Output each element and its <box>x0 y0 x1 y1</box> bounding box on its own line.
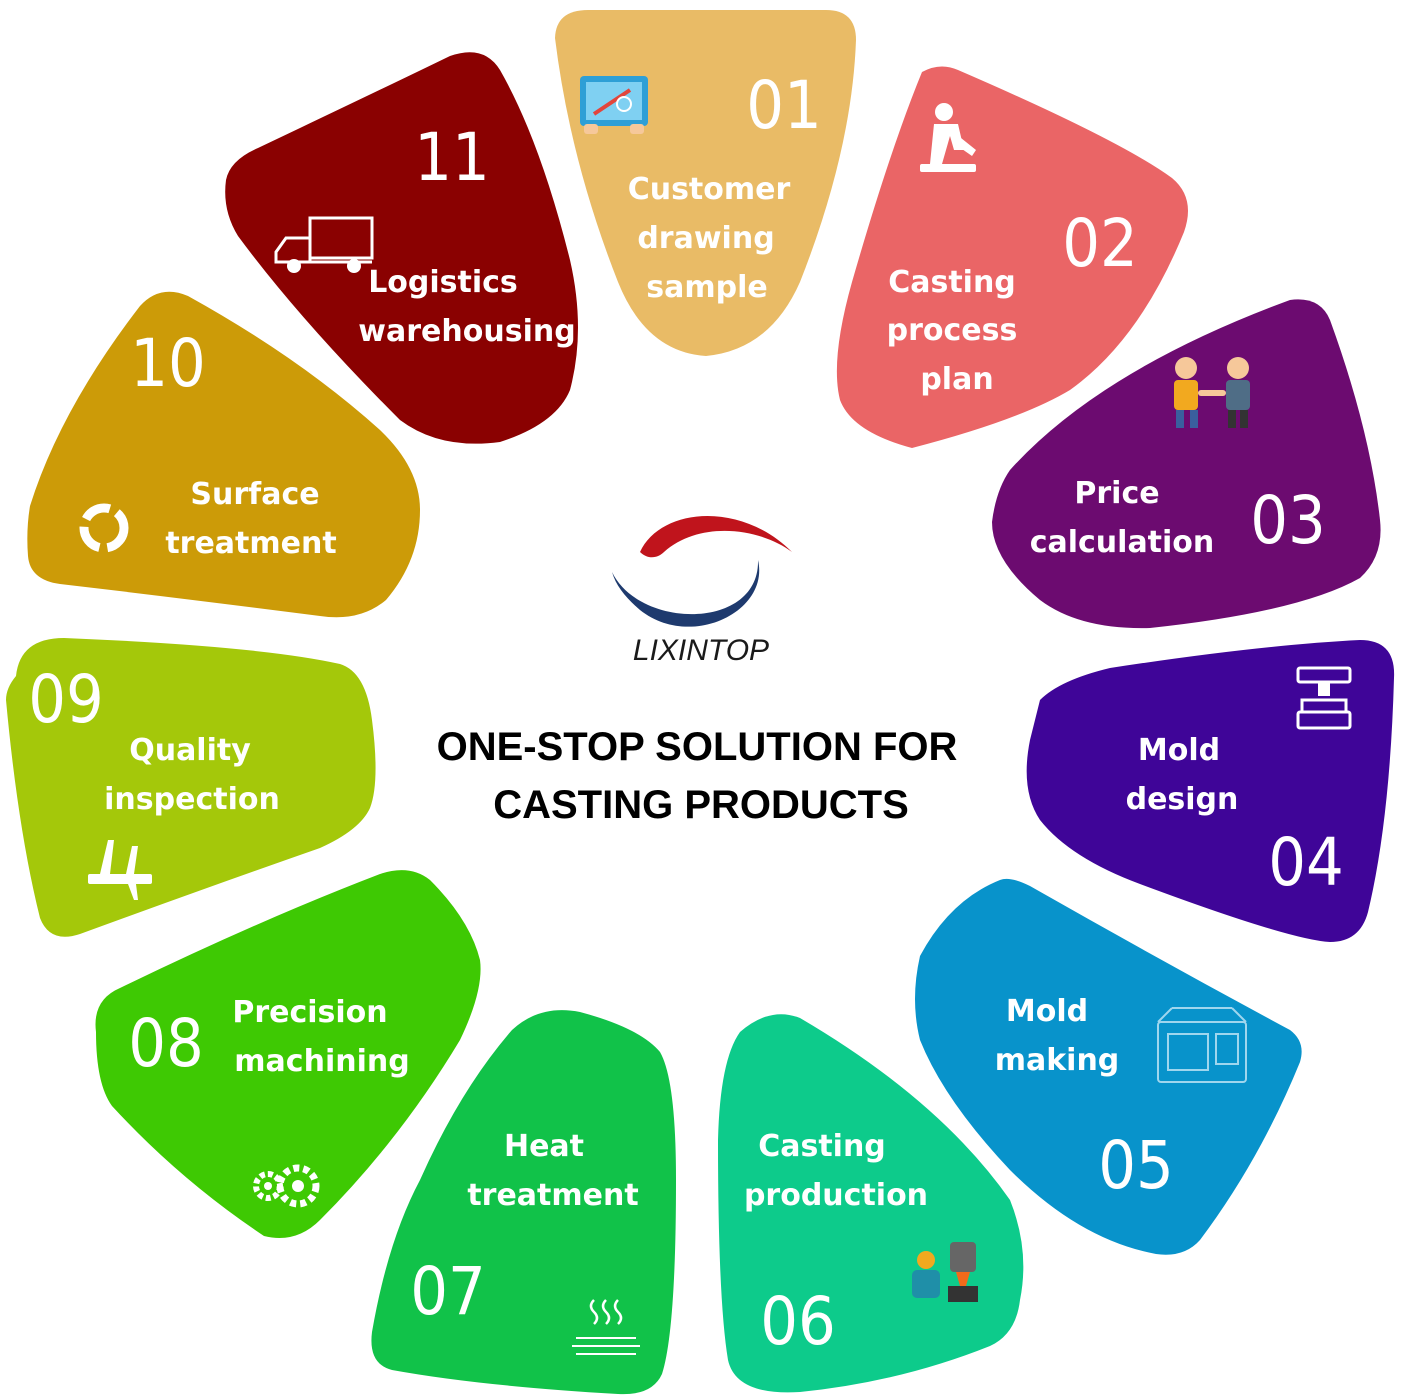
petal-shape <box>992 299 1381 629</box>
step-number: 02 <box>1062 205 1138 282</box>
step-label-line: Precision <box>232 995 387 1030</box>
petal-shape <box>836 66 1188 448</box>
step-07-petal: 07 Heat treatment <box>371 1010 676 1395</box>
step-label-line: Price <box>1074 476 1159 511</box>
step-number: 06 <box>760 1283 836 1360</box>
center-title-line1: ONE-STOP SOLUTION FOR <box>437 725 958 769</box>
petal-shape <box>6 638 376 937</box>
step-04-petal: 04 Mold design <box>1026 640 1395 942</box>
petal-shape <box>371 1010 676 1395</box>
step-label-line: Mold <box>1138 733 1220 768</box>
worker-pouring-icon <box>920 103 976 172</box>
step-label-line: treatment <box>165 526 336 561</box>
step-label-line: production <box>744 1178 928 1213</box>
step-label-line: treatment <box>467 1178 638 1213</box>
step-label-line: design <box>1126 782 1239 817</box>
recycle-arrows-icon <box>79 503 129 553</box>
step-06-petal: 06 Casting production <box>718 1014 1024 1393</box>
gears-icon <box>253 1164 320 1208</box>
petal-shape <box>1026 640 1395 942</box>
step-number: 03 <box>1250 482 1326 559</box>
step-number: 01 <box>746 67 822 144</box>
cnc-machine-icon <box>1157 1007 1247 1083</box>
step-label-line: drawing <box>637 221 774 256</box>
step-number: 10 <box>130 325 206 402</box>
step-label-line: Logistics <box>368 265 518 300</box>
delivery-truck-icon <box>274 216 374 273</box>
step-label-line: process <box>887 313 1018 348</box>
step-label-line: Surface <box>190 477 319 512</box>
step-number: 04 <box>1268 824 1344 901</box>
step-label-line: Customer <box>628 172 791 207</box>
step-label-line: warehousing <box>358 314 575 349</box>
step-label-line: sample <box>646 270 767 305</box>
step-number: 11 <box>414 119 490 196</box>
caliper-icon <box>88 840 152 900</box>
step-label-line: plan <box>920 362 993 397</box>
step-label-line: Casting <box>758 1129 886 1164</box>
lixintop-logo: LIXINTOP <box>612 515 792 667</box>
step-label-line: Mold <box>1006 994 1088 1029</box>
heat-waves-icon <box>572 1299 640 1355</box>
step-number: 05 <box>1098 1127 1174 1204</box>
step-number: 07 <box>410 1253 486 1330</box>
step-05-petal: 05 Mold making <box>915 878 1302 1255</box>
petal-shape <box>915 878 1302 1255</box>
step-label-line: machining <box>234 1044 409 1079</box>
blueprint-drawing-icon <box>580 76 648 134</box>
step-label-line: inspection <box>104 782 280 817</box>
step-label-line: Casting <box>888 265 1016 300</box>
handshake-businessmen-icon <box>1174 357 1250 428</box>
petal-shape <box>718 1014 1024 1393</box>
step-label-line: making <box>995 1043 1120 1078</box>
step-label-line: calculation <box>1030 525 1215 560</box>
step-03-petal: 03 Price calculation <box>992 299 1381 629</box>
step-label-line: Heat <box>504 1129 584 1164</box>
brand-name: LIXINTOP <box>633 634 769 667</box>
center-title-line2: CASTING PRODUCTS <box>493 783 909 827</box>
petal-shape <box>225 52 578 444</box>
foundry-worker-icon <box>912 1242 978 1302</box>
step-08-petal: 08 Precision machining <box>95 870 481 1238</box>
step-number: 08 <box>128 1005 204 1082</box>
step-number: 09 <box>28 661 104 738</box>
mold-press-icon <box>1296 666 1352 730</box>
step-label-line: Quality <box>129 733 251 768</box>
petal-shape <box>95 870 481 1238</box>
